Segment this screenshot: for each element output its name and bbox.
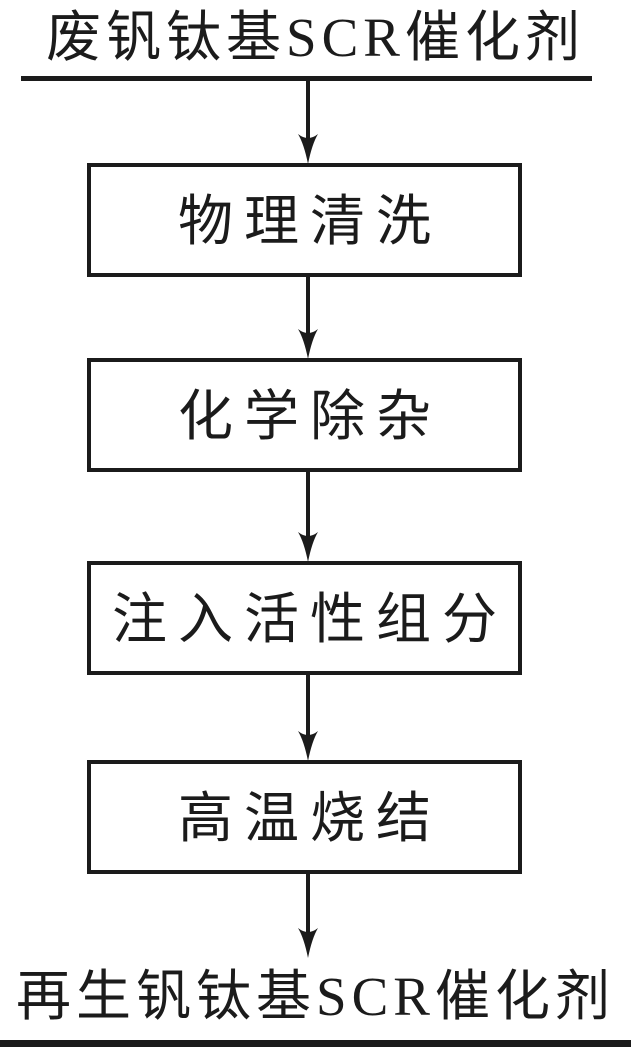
down-arrow-icon bbox=[298, 874, 318, 958]
step-label: 注入活性组分 bbox=[111, 588, 508, 650]
step-label: 物理清洗 bbox=[177, 190, 442, 252]
output-material-label: 再生钒钛基SCR催化剂 bbox=[16, 966, 615, 1027]
down-arrow-icon bbox=[298, 675, 318, 761]
down-arrow-icon bbox=[298, 80, 318, 164]
step-box-chemical-impurity-removal: 化学除杂 bbox=[87, 358, 522, 472]
step-box-inject-active-components: 注入活性组分 bbox=[87, 561, 522, 675]
bottom-divider-line bbox=[0, 1040, 631, 1047]
step-label: 化学除杂 bbox=[177, 385, 442, 447]
step-label: 高温烧结 bbox=[177, 787, 442, 849]
step-box-physical-cleaning: 物理清洗 bbox=[87, 163, 522, 277]
input-material-label: 废钒钛基SCR催化剂 bbox=[46, 7, 585, 68]
top-divider-line bbox=[21, 76, 592, 81]
down-arrow-icon bbox=[298, 276, 318, 359]
down-arrow-icon bbox=[298, 472, 318, 562]
step-box-high-temperature-sintering: 高温烧结 bbox=[87, 760, 522, 874]
